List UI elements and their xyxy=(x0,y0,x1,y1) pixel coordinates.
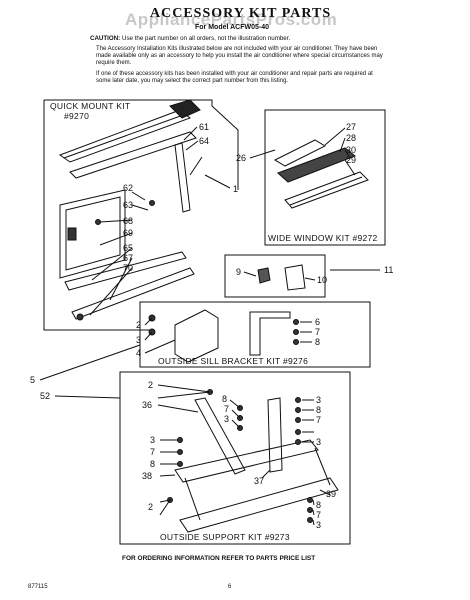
callout-support-3d: 3 xyxy=(316,437,321,447)
callout-support-39: 39 xyxy=(326,489,336,499)
callout-30: 30 xyxy=(346,145,356,155)
callout-support-37: 37 xyxy=(254,476,264,486)
callout-support-7a: 7 xyxy=(224,404,229,414)
callout-28: 28 xyxy=(346,133,356,143)
wide-window-kit-box xyxy=(264,109,386,246)
small-bracket xyxy=(284,264,306,291)
side-strip xyxy=(174,142,191,213)
callout-support-3a: 3 xyxy=(224,414,229,424)
callout-support-7d: 7 xyxy=(316,510,321,520)
callout-10: 10 xyxy=(317,275,327,285)
accessory-paragraph: The Accessory Installation Kits illustra… xyxy=(96,46,383,67)
outside-support-kit-label: OUTSIDE SUPPORT KIT #9273 xyxy=(160,532,290,542)
sill-block xyxy=(174,309,219,363)
support-arm-right xyxy=(267,397,283,473)
outside-sill-kit-box xyxy=(139,301,371,368)
top-rail xyxy=(58,109,192,163)
callout-63: 63 xyxy=(123,200,133,210)
small-clip xyxy=(257,267,271,284)
callout-support-2a: 2 xyxy=(148,380,153,390)
callout-sill-3: 3 xyxy=(136,335,141,345)
callout-62: 62 xyxy=(123,183,133,193)
callout-support-8a: 8 xyxy=(222,394,227,404)
callout-support-8b: 8 xyxy=(150,459,155,469)
quick-mount-kit-name: QUICK MOUNT KIT xyxy=(50,101,130,111)
callout-67: 67 xyxy=(123,253,133,263)
callout-support-3e: 3 xyxy=(316,520,321,530)
callout-29: 29 xyxy=(346,155,356,165)
wide-window-kit-label: WIDE WINDOW KIT #9272 xyxy=(268,233,378,243)
quick-mount-kit-number: #9270 xyxy=(64,111,89,121)
callout-sill-4: 4 xyxy=(136,348,141,358)
callout-sill-7: 7 xyxy=(315,327,320,337)
callout-sill-6: 6 xyxy=(315,317,320,327)
ordering-note: FOR ORDERING INFORMATION REFER TO PARTS … xyxy=(122,555,316,562)
callout-64: 64 xyxy=(199,136,209,146)
callout-26: 26 xyxy=(236,153,246,163)
callout-support-7b: 7 xyxy=(150,447,155,457)
callout-support-8c: 8 xyxy=(316,405,321,415)
page-number: 6 xyxy=(228,584,232,590)
model-subtitle: For Model ACFW05-40 xyxy=(195,24,270,31)
callout-support-38: 38 xyxy=(142,471,152,481)
caution-label: CAUTION: xyxy=(90,35,121,42)
callout-9: 9 xyxy=(236,267,241,277)
caution-note: CAUTION: Use the part number on all orde… xyxy=(90,35,390,43)
callout-61: 61 xyxy=(199,122,209,132)
callout-sill-2: 2 xyxy=(136,320,141,330)
rail-2 xyxy=(69,131,197,179)
frame-gasket xyxy=(59,189,126,279)
ww-panel xyxy=(284,171,369,209)
callout-52: 52 xyxy=(40,391,50,401)
lower-strip xyxy=(64,251,187,291)
support-arm-left xyxy=(194,397,246,475)
callout-65: 65 xyxy=(123,243,133,253)
callout-1: 1 xyxy=(233,184,238,194)
callout-support-36: 36 xyxy=(142,400,152,410)
callout-68: 68 xyxy=(123,216,133,226)
callout-70: 70 xyxy=(123,263,133,273)
sill-bracket xyxy=(249,311,291,356)
page-title: ACCESSORY KIT PARTS xyxy=(150,6,332,21)
callout-69: 69 xyxy=(123,228,133,238)
callout-11: 11 xyxy=(384,265,393,275)
caution-text: Use the part number on all orders, not t… xyxy=(121,35,291,42)
callout-support-2b: 2 xyxy=(148,502,153,512)
repair-paragraph: If one of these accessory kits has been … xyxy=(96,71,373,85)
support-bar-upper xyxy=(174,439,319,483)
watermark: AppliancePartsPros.com xyxy=(125,10,338,29)
callout-support-7c: 7 xyxy=(316,415,321,425)
callout-support-3b: 3 xyxy=(150,435,155,445)
bottom-strip xyxy=(71,267,195,320)
ww-foam xyxy=(277,147,356,183)
quick-mount-kit-box xyxy=(44,99,239,190)
support-bar-lower xyxy=(179,477,339,533)
callout-27: 27 xyxy=(346,122,356,132)
callout-support-8d: 8 xyxy=(316,500,321,510)
clip xyxy=(67,227,77,241)
ww-strip xyxy=(273,139,327,167)
outside-sill-kit-label: OUTSIDE SILL BRACKET KIT #9276 xyxy=(158,356,308,366)
outside-support-kit-box xyxy=(119,371,351,545)
callout-support-3c: 3 xyxy=(316,395,321,405)
document-number: 877115 xyxy=(28,584,48,590)
callout-5: 5 xyxy=(30,375,35,385)
small-kit-box xyxy=(224,254,326,298)
callout-sill-8: 8 xyxy=(315,337,320,347)
